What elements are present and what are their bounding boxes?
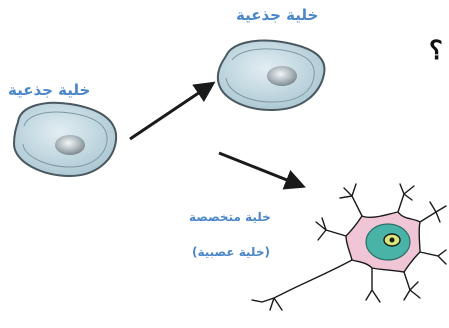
specialized-cell-label: خلية متخصصة — [189, 211, 271, 223]
nucleus-left — [55, 135, 85, 155]
stem-cell-top — [218, 41, 325, 110]
question-mark: ؟ — [429, 38, 443, 64]
stem-cell-left-label: خلية جذعية — [8, 83, 90, 98]
neuron-nucleolus — [390, 238, 395, 243]
nerve-cell-label: (خلية عصبية) — [192, 246, 270, 258]
stem-cell-top-label: خلية جذعية — [236, 8, 318, 23]
arrow-icon — [130, 84, 212, 139]
arrow-icon — [219, 153, 302, 186]
nucleus-top — [267, 66, 297, 86]
stem-cell-left — [14, 103, 116, 176]
